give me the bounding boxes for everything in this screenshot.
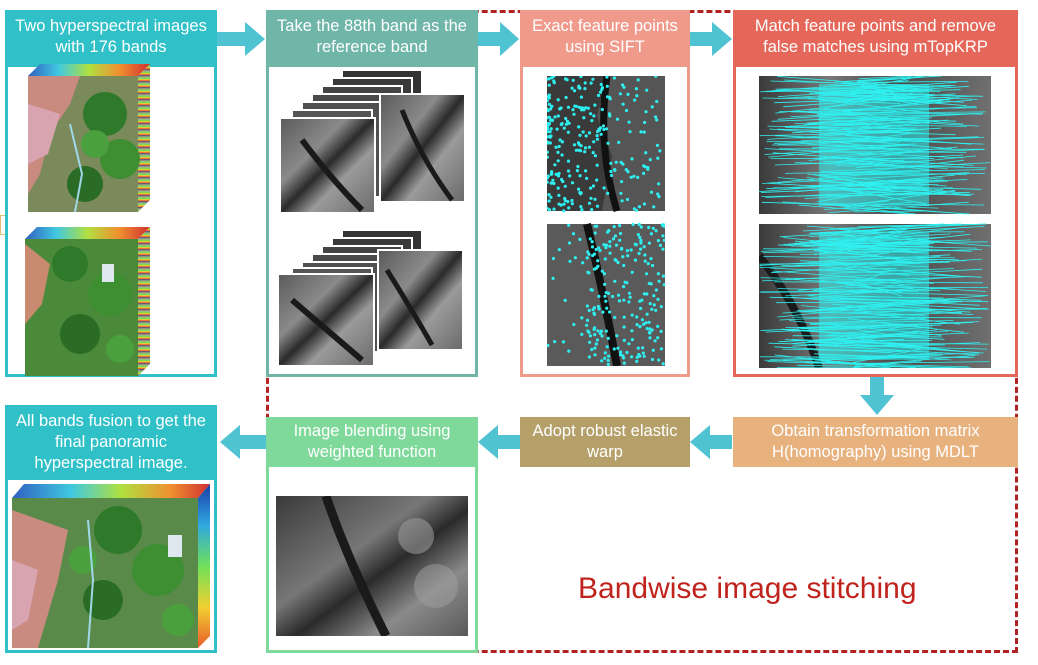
warp-title: Adopt robust elastic warp xyxy=(520,417,690,467)
match-title: Match feature points and remove false ma… xyxy=(733,10,1018,64)
hyperspectral-cube-icon xyxy=(25,227,150,376)
blend-title: Image blending using weighted function xyxy=(266,417,478,467)
reference-title: Take the 88th band as the reference band xyxy=(266,10,478,64)
hyperspectral-cube-icon xyxy=(12,484,210,649)
blended-image xyxy=(276,496,468,636)
feature-points-icon xyxy=(547,76,665,366)
arrow-icon xyxy=(220,425,266,459)
match-lines-icon xyxy=(759,76,991,368)
arrow-icon xyxy=(690,22,732,56)
arrow-icon xyxy=(217,22,265,56)
fusion-title: All bands fusion to get the final panora… xyxy=(5,405,217,480)
input-cubes xyxy=(25,64,150,376)
match-lines-bottom xyxy=(759,223,991,368)
sift-points-top xyxy=(547,76,662,213)
sift-title: Exact feature points using SIFT xyxy=(520,10,690,64)
arrow-icon xyxy=(478,22,519,56)
sift-points-bottom xyxy=(547,222,665,366)
bandwise-stitching-label: Bandwise image stitching xyxy=(578,572,917,605)
arrow-icon xyxy=(860,377,894,415)
input-title: Two hyperspectral images with 176 bands xyxy=(5,10,217,64)
arrow-icon xyxy=(690,425,732,459)
arrow-icon xyxy=(478,425,520,459)
band-stack-icon xyxy=(277,70,466,367)
match-lines-top xyxy=(759,76,991,215)
hyperspectral-cube-icon xyxy=(28,64,150,213)
homography-title: Obtain transformation matrix H(homograph… xyxy=(733,417,1018,467)
